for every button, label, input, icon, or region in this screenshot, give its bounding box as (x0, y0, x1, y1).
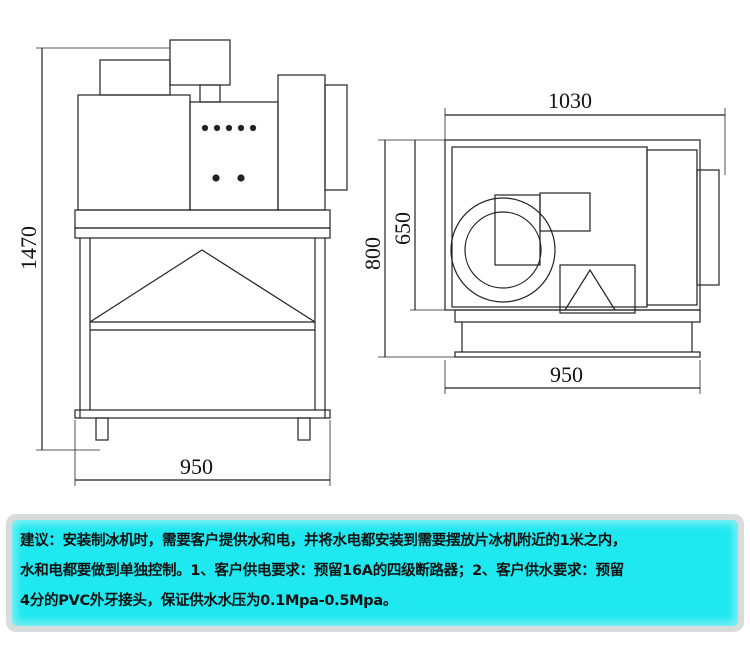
dim-width-950-side: 950 (550, 362, 583, 387)
front-view (74, 39, 348, 441)
dim-height-1470: 1470 (16, 226, 41, 270)
front-dimensions (36, 47, 331, 486)
installation-note-box: 建议：安装制冰机时，需要客户提供水和电，并将水电都安装到需要摆放片冰机附近的1米… (6, 514, 744, 632)
side-dimensions (378, 108, 726, 394)
side-view (444, 139, 720, 358)
dim-height-650: 650 (390, 212, 415, 245)
note-line: 4分的PVC外牙接头，保证供水水压为0.1Mpa-0.5Mpa。 (20, 593, 398, 609)
dim-width-950-front: 950 (180, 454, 213, 479)
note-line: 水和电都要做到单独控制。1、客户供电要求：预留16A的四级断路器；2、客户供水要… (20, 563, 624, 579)
dim-width-1030: 1030 (548, 88, 592, 113)
note-line: 建议：安装制冰机时，需要客户提供水和电，并将水电都安装到需要摆放片冰机附近的1米… (20, 533, 627, 549)
dim-height-800: 800 (360, 237, 385, 270)
technical-drawing: 1470 950 1030 800 650 950 (16, 39, 726, 486)
